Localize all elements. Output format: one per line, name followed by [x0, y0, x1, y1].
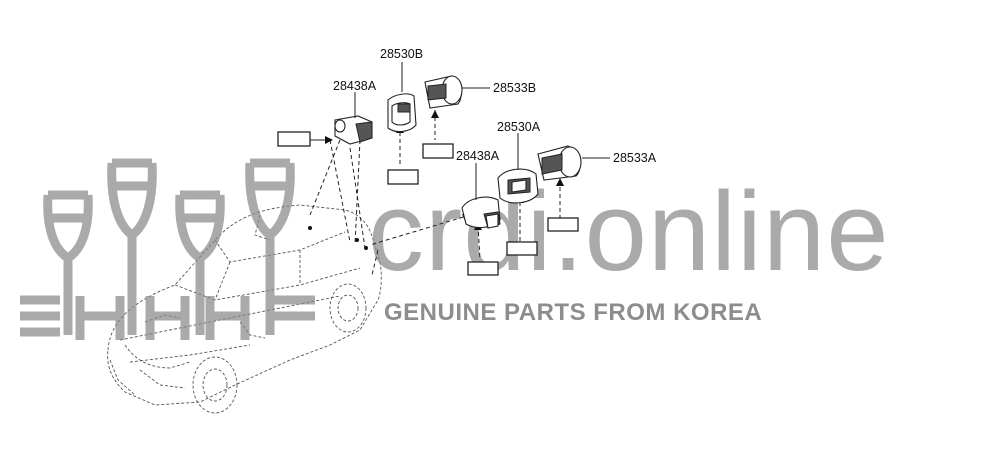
brand-tagline: GENUINE PARTS FROM KOREA: [384, 299, 762, 326]
ref-box-front-sensor: [467, 261, 499, 276]
ref-box-rear-sensor: [277, 131, 311, 147]
leader-lines: [354, 62, 610, 200]
mount-point-rear: [308, 226, 312, 230]
callout-28533b: 28533B: [493, 81, 536, 95]
ref-box-cover-a: [547, 217, 579, 232]
mount-point-center: [355, 238, 359, 242]
callout-28533a: 28533A: [613, 151, 657, 165]
ref-box-holder-b: [387, 169, 419, 185]
sensor-28438a-front: [461, 196, 501, 229]
callout-28530b: 28530B: [380, 47, 423, 61]
holder-28530a: [497, 168, 539, 204]
ref-box-cover-b: [422, 143, 454, 159]
callout-28530a: 28530A: [497, 120, 541, 134]
callout-28438a-rear: 28438A: [333, 79, 377, 93]
cover-28533b: [424, 75, 463, 109]
holder-28530b: [387, 93, 417, 133]
ref-box-holder-a: [506, 241, 538, 256]
brand-watermark: crdi.online: [368, 169, 890, 294]
brand-logo-graphic: [20, 158, 315, 340]
reference-boxes: [277, 131, 579, 276]
cover-28533a: [537, 145, 582, 181]
sensor-28438a-rear: [334, 115, 373, 145]
mount-point-front: [364, 246, 368, 250]
assembly-lines: [309, 110, 561, 276]
callout-28438a-front: 28438A: [456, 149, 500, 163]
